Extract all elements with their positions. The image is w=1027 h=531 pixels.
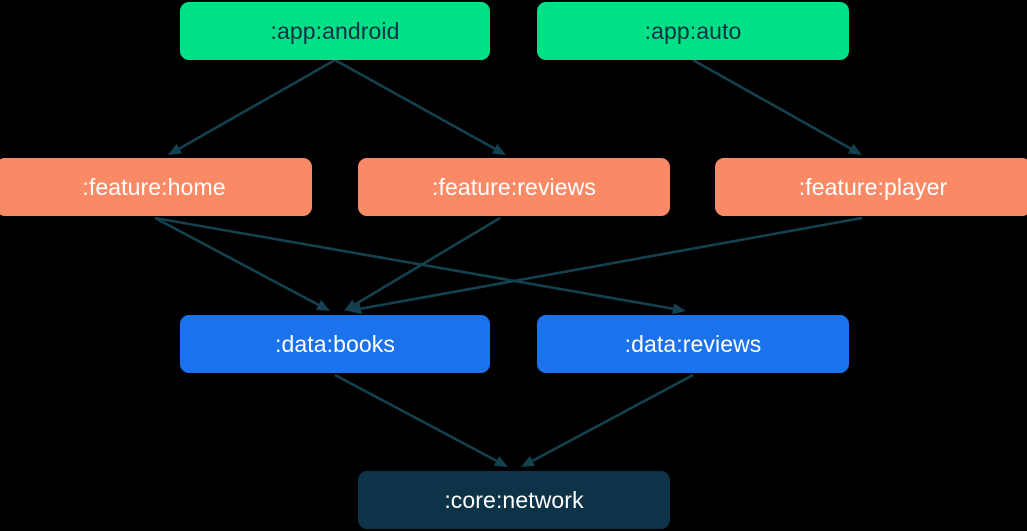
- node-label: :feature:reviews: [432, 173, 596, 200]
- edge-arrowhead: [847, 143, 862, 155]
- edge-line: [360, 216, 863, 310]
- node-label: :feature:player: [798, 173, 948, 200]
- node-app-android[interactable]: :app:android: [180, 2, 490, 60]
- node-feature-home[interactable]: :feature:home: [0, 158, 312, 216]
- edge-line: [334, 373, 498, 463]
- edge-arrowhead: [493, 456, 508, 467]
- node-feature-reviews[interactable]: :feature:reviews: [358, 158, 670, 216]
- edge-line: [334, 58, 496, 150]
- node-data-reviews[interactable]: :data:reviews: [537, 315, 849, 373]
- node-data-books[interactable]: :data:books: [180, 315, 490, 373]
- node-label: :data:reviews: [624, 330, 762, 357]
- edge-line: [531, 373, 694, 463]
- node-label: :app:auto: [644, 17, 742, 44]
- node-core-network[interactable]: :core:network: [358, 471, 670, 529]
- edge-line: [154, 216, 320, 307]
- node-feature-player[interactable]: :feature:player: [715, 158, 1027, 216]
- edge-arrowhead: [344, 299, 358, 311]
- node-app-auto[interactable]: :app:auto: [537, 2, 849, 60]
- edge-arrowhead: [672, 303, 686, 315]
- edge-line: [154, 216, 674, 311]
- edge-arrowhead: [521, 456, 536, 467]
- node-label: :feature:home: [82, 173, 226, 200]
- edge-arrowhead: [491, 143, 506, 155]
- node-label: :app:android: [270, 17, 400, 44]
- edge-arrowhead: [348, 303, 362, 315]
- node-label: :core:network: [444, 486, 584, 513]
- edge-line: [354, 216, 501, 306]
- edge-line: [692, 58, 852, 150]
- node-label: :data:books: [274, 330, 396, 357]
- edge-line: [178, 58, 336, 150]
- edge-arrowhead: [168, 143, 183, 155]
- edge-arrowhead: [315, 300, 330, 311]
